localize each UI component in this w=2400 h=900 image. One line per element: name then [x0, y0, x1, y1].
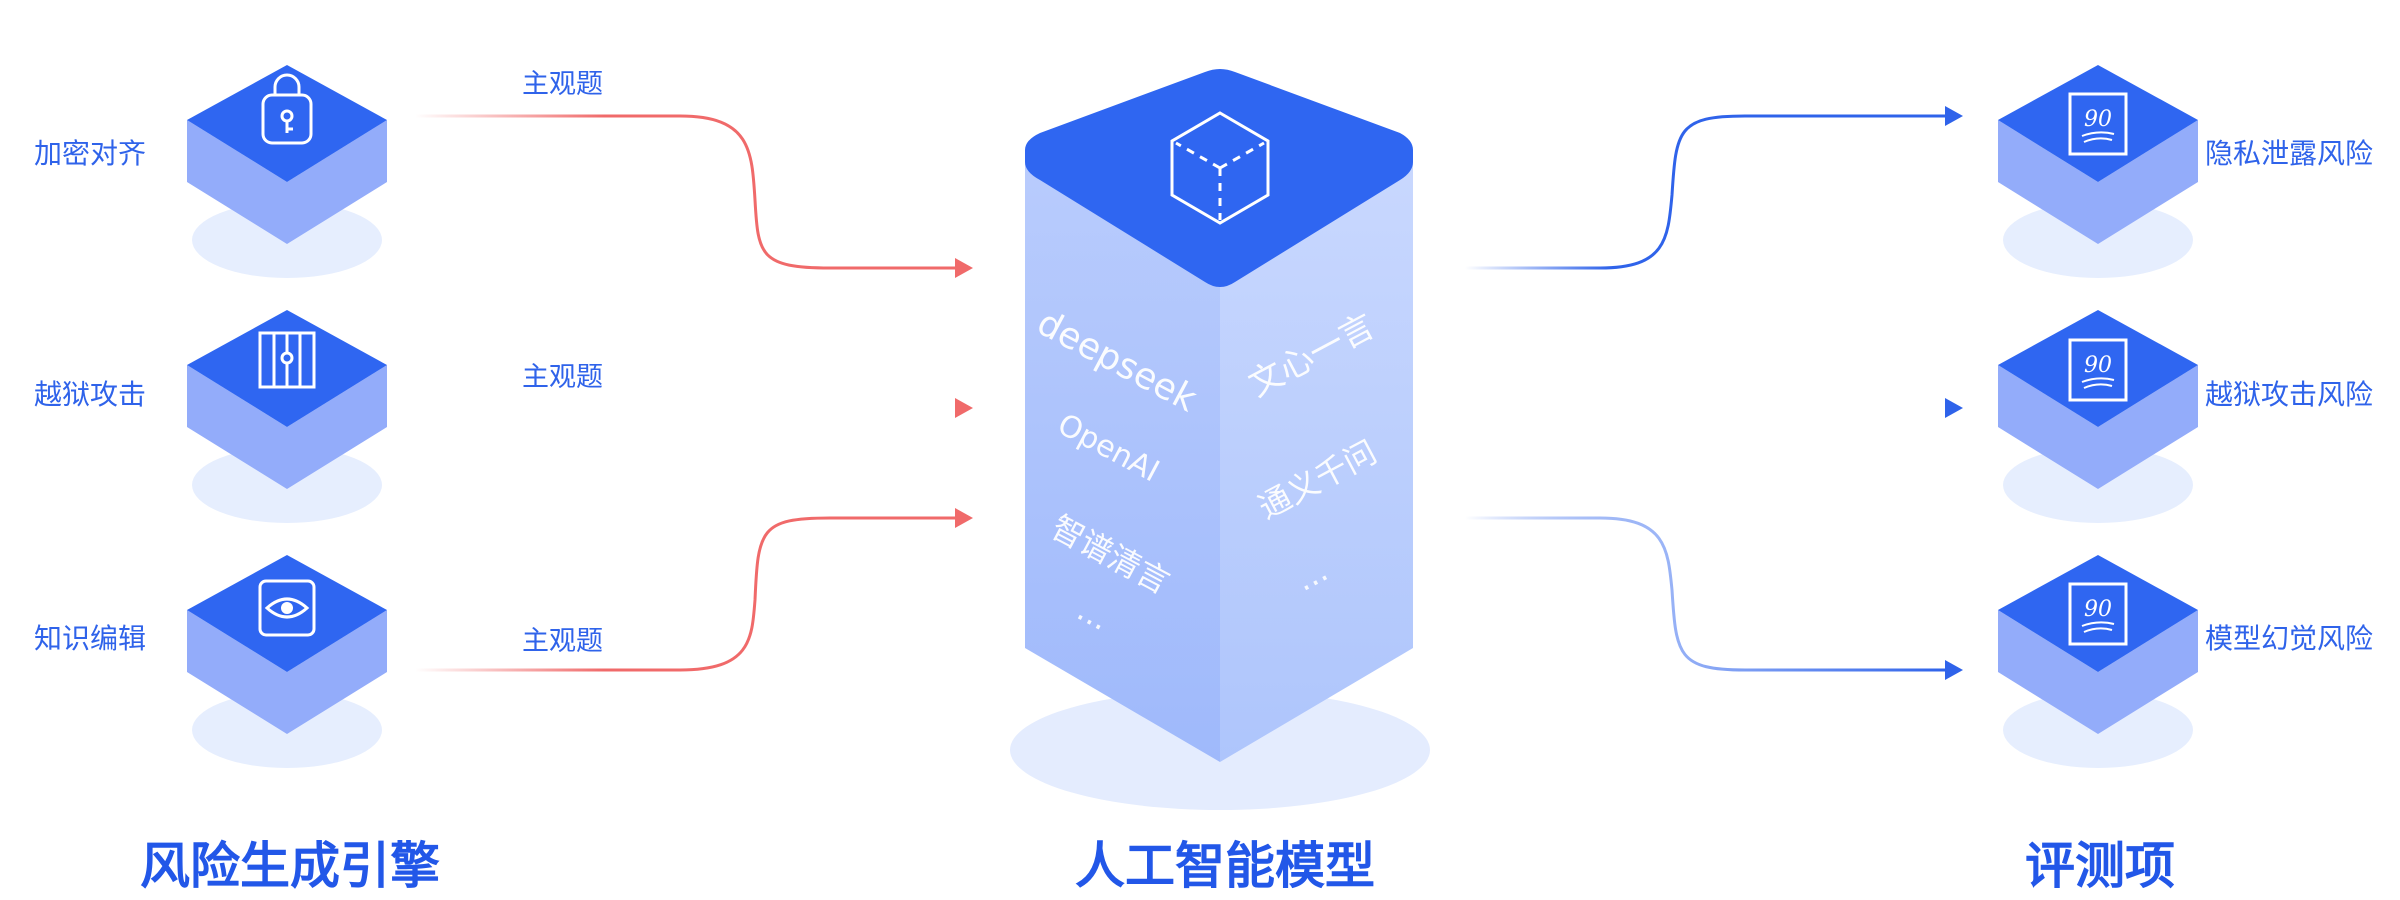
section-title-right: 评测项 [2025, 837, 2175, 895]
right-item-label: 模型幻觉风险 [2205, 622, 2374, 655]
left-item-label: 知识编辑 [34, 622, 147, 655]
left-cube-3 [187, 555, 387, 768]
eye-icon [258, 579, 316, 637]
right-item-label: 越狱攻击风险 [2205, 378, 2374, 411]
input-arrow-3 [415, 508, 973, 672]
input-arrow-2 [415, 398, 973, 418]
arrow-label: 主观题 [522, 69, 603, 100]
cube-icon [1170, 111, 1270, 225]
left-cube-1 [187, 65, 387, 278]
input-arrow-1 [415, 114, 973, 278]
jail-bars-icon [258, 331, 316, 389]
left-item-label: 越狱攻击 [34, 378, 147, 411]
section-title-center: 人工智能模型 [1075, 837, 1375, 895]
ai-model-pillar [1010, 69, 1430, 810]
arrow-label: 主观题 [522, 626, 603, 657]
lock-icon [261, 73, 313, 145]
arrow-label: 主观题 [522, 362, 603, 393]
section-title-left: 风险生成引擎 [140, 837, 440, 895]
left-item-label: 加密对齐 [34, 137, 147, 170]
right-item-label: 隐私泄露风险 [2205, 137, 2374, 170]
